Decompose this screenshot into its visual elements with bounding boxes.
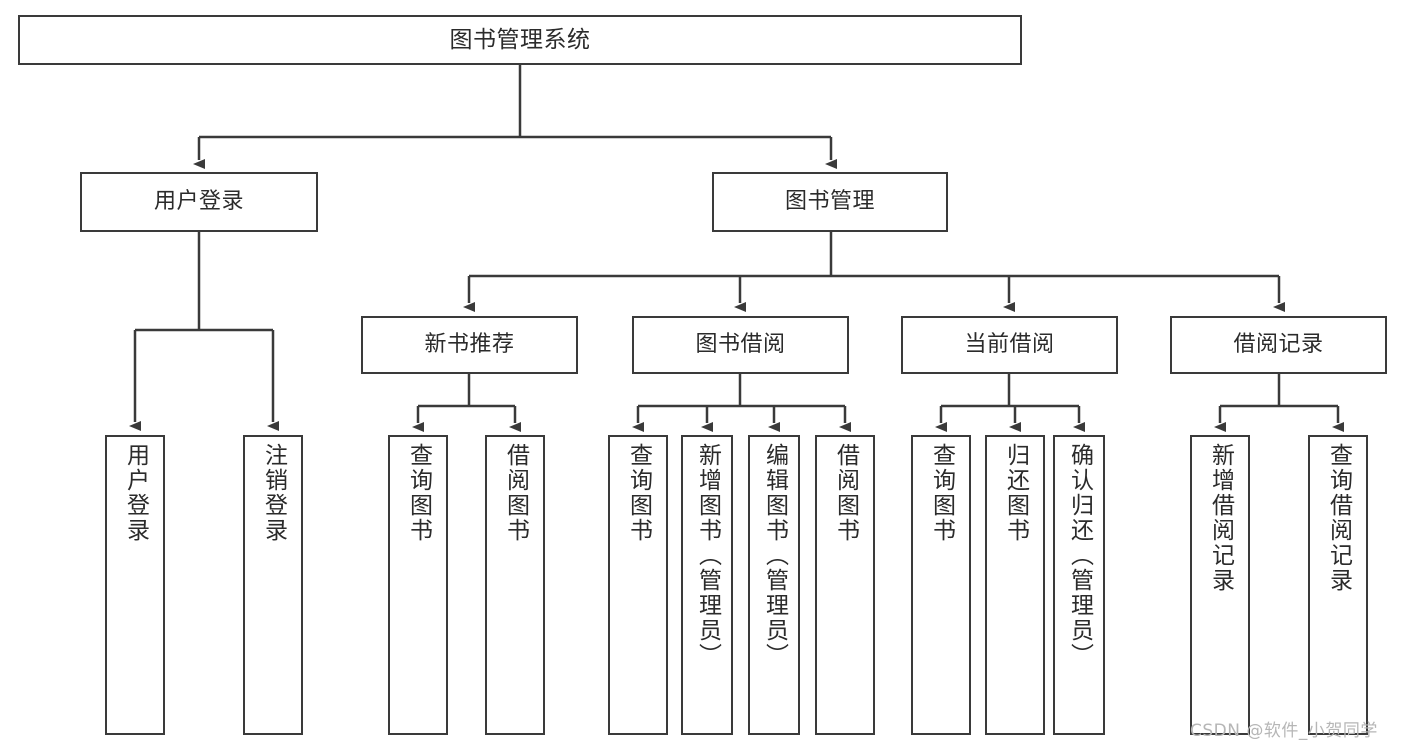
node-root-system[interactable]: 图书管理系统 [18,15,1022,65]
leaf-edit-book[interactable]: 编辑图书（管理员） [748,435,800,735]
node-label: 确认归还（管理员） [1066,443,1093,668]
node-label: 当前借阅 [964,332,1055,358]
node-label: 归还图书 [1002,443,1029,543]
leaf-query-borrow-record[interactable]: 查询借阅记录 [1308,435,1368,735]
leaf-return-book[interactable]: 归还图书 [985,435,1045,735]
node-label: 新增图书（管理员） [694,443,721,668]
node-new-book-rec[interactable]: 新书推荐 [361,316,578,374]
node-label: 查询图书 [928,443,955,543]
leaf-query-book-borrow[interactable]: 查询图书 [608,435,668,735]
leaf-user-login[interactable]: 用户登录 [105,435,165,735]
node-label: 查询借阅记录 [1325,443,1352,593]
leaf-query-book-rec[interactable]: 查询图书 [388,435,448,735]
leaf-add-borrow-record[interactable]: 新增借阅记录 [1190,435,1250,735]
leaf-logout[interactable]: 注销登录 [243,435,303,735]
node-label: 图书借阅 [695,332,786,358]
node-label: 图书管理系统 [449,26,591,53]
node-user-login[interactable]: 用户登录 [80,172,318,232]
node-label: 借阅记录 [1233,332,1324,358]
node-label: 用户登录 [122,443,149,543]
node-label: 查询图书 [405,443,432,543]
node-label: 注销登录 [260,443,287,543]
node-current-borrow[interactable]: 当前借阅 [901,316,1118,374]
leaf-confirm-return[interactable]: 确认归还（管理员） [1053,435,1105,735]
node-book-borrow[interactable]: 图书借阅 [632,316,849,374]
node-label: 查询图书 [625,443,652,543]
node-label: 新增借阅记录 [1207,443,1234,593]
leaf-add-book[interactable]: 新增图书（管理员） [681,435,733,735]
node-label: 借阅图书 [832,443,859,543]
leaf-borrow-book-rec[interactable]: 借阅图书 [485,435,545,735]
node-label: 用户登录 [153,189,244,215]
node-label: 编辑图书（管理员） [761,443,788,668]
leaf-borrow-book[interactable]: 借阅图书 [815,435,875,735]
node-label: 新书推荐 [424,332,515,358]
node-label: 图书管理 [784,189,875,215]
node-book-manage[interactable]: 图书管理 [712,172,948,232]
watermark-text: CSDN @软件_小贺同学 [1190,721,1378,741]
leaf-query-book-current[interactable]: 查询图书 [911,435,971,735]
node-label: 借阅图书 [502,443,529,543]
node-borrow-record[interactable]: 借阅记录 [1170,316,1387,374]
